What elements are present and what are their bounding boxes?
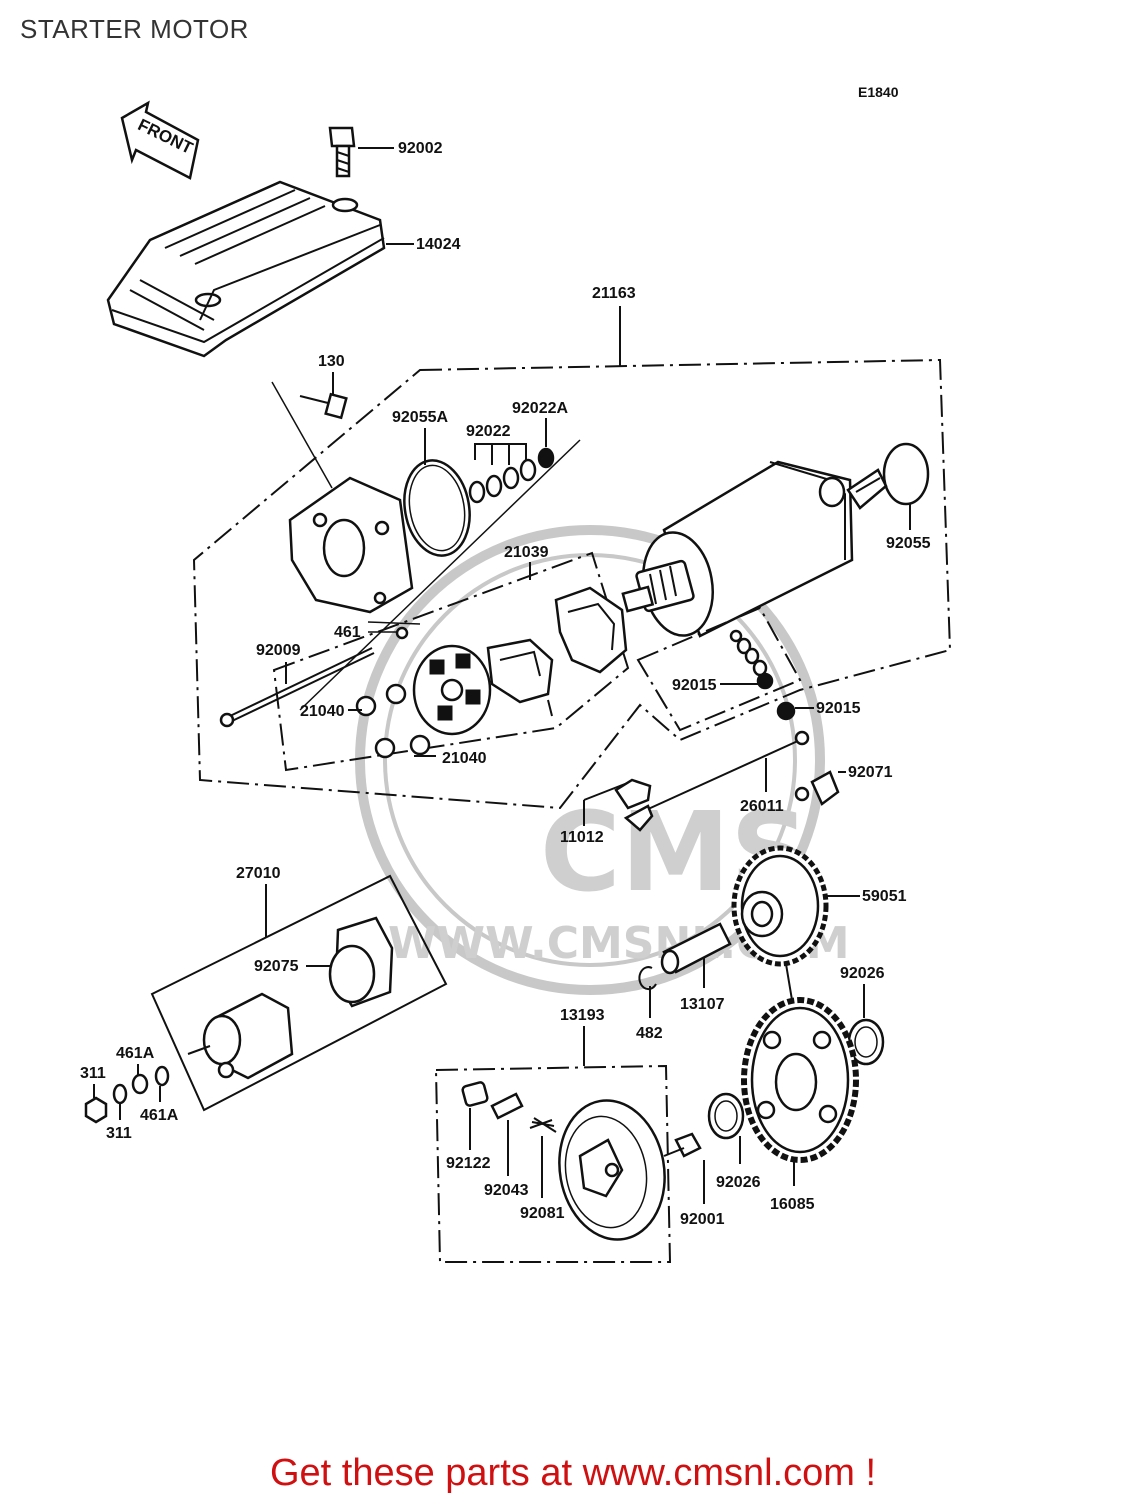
diagram-code: E1840 <box>858 84 899 100</box>
front-arrow-icon: FRONT <box>120 100 200 180</box>
cable-26011-icon <box>623 730 810 832</box>
clutch-housing-icon <box>328 916 394 1008</box>
circlip-icon <box>638 966 657 991</box>
part-label: 13107 <box>680 996 725 1013</box>
starter-motor-body-icon <box>621 460 888 638</box>
part-label: 21040 <box>300 703 345 720</box>
part-label: 461 <box>334 624 361 641</box>
part-label: 16085 <box>770 1196 815 1213</box>
part-label: 92055 <box>886 535 931 552</box>
part-label: 59051 <box>862 888 907 905</box>
part-label: 26011 <box>740 798 784 815</box>
brush-plate-icon <box>486 638 554 717</box>
part-label: 92001 <box>680 1211 725 1228</box>
part-label: 92015 <box>672 677 717 694</box>
washers-icon <box>468 447 555 504</box>
part-label: 130 <box>318 353 345 370</box>
bolt-92001-icon <box>663 1132 702 1158</box>
shim-washers-icon <box>729 629 774 690</box>
footer-link[interactable]: Get these parts at www.cmsnl.com ! <box>269 1452 877 1494</box>
gear-16085-icon <box>741 963 859 1163</box>
spring-icon <box>529 1117 557 1133</box>
part-label: 92026 <box>840 965 885 982</box>
pin-icon <box>490 1092 524 1120</box>
part-label: 92075 <box>254 958 299 975</box>
part-label: 311 <box>106 1125 132 1142</box>
part-label: 92081 <box>520 1205 565 1222</box>
part-label: 92026 <box>716 1174 761 1191</box>
part-label: 482 <box>636 1025 663 1042</box>
end-cover-icon <box>288 476 414 614</box>
solenoid-icon <box>187 992 294 1080</box>
part-label: 92022 <box>466 423 511 440</box>
part-label: 92071 <box>848 764 893 781</box>
brush-spring-icon <box>355 683 431 759</box>
part-label: 21163 <box>592 285 636 302</box>
part-label: 92043 <box>484 1182 529 1199</box>
part-label: 14024 <box>416 236 461 253</box>
part-label: 21039 <box>504 544 549 561</box>
brush-holder-icon <box>554 586 628 674</box>
cap-92071-icon <box>794 770 840 806</box>
through-bolt-icon <box>219 647 375 728</box>
part-label: 461A <box>116 1045 155 1062</box>
part-label: 92009 <box>256 642 301 659</box>
page-title: STARTER MOTOR <box>20 14 249 44</box>
part-label: 92055A <box>392 409 448 426</box>
part-label: 92022A <box>512 400 568 417</box>
roller-icon <box>461 1081 489 1107</box>
part-label: 13193 <box>560 1007 605 1024</box>
part-label: 27010 <box>236 865 281 882</box>
part-label: 311 <box>80 1065 106 1082</box>
one-way-clutch-icon <box>558 1099 666 1241</box>
armature-plate-icon <box>412 644 492 736</box>
part-label: 92002 <box>398 140 443 157</box>
part-label: 92122 <box>446 1155 491 1172</box>
nuts-icon <box>84 1065 170 1124</box>
bolt-92002-icon <box>328 126 356 178</box>
cover-14024-icon <box>106 180 386 358</box>
part-label: 21040 <box>442 750 487 767</box>
shaft-13107-icon <box>660 922 732 975</box>
part-label: 461A <box>140 1107 179 1124</box>
bolt-11012-icon <box>583 778 652 810</box>
gear-59051-icon <box>731 845 829 967</box>
part-label: 11012 <box>560 829 604 846</box>
part-label: 92015 <box>816 700 861 717</box>
bolt-130-icon <box>299 392 348 420</box>
